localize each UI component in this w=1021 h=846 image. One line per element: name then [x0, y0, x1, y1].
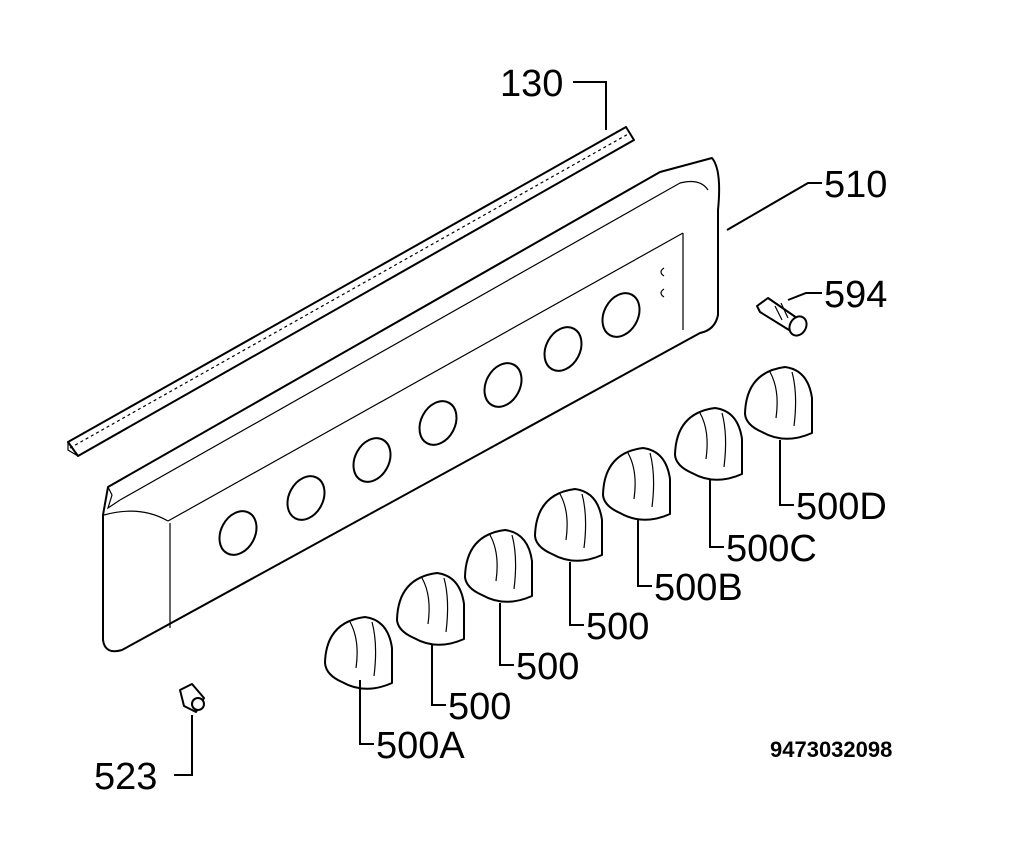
label-500-2: 500 [516, 646, 579, 688]
control-panel-part [102, 157, 721, 653]
trim-strip-part [67, 126, 635, 457]
label-500D: 500D [796, 486, 887, 528]
diagram-code: 9473032098 [770, 737, 892, 762]
knob-500C-part [674, 407, 743, 481]
label-500-3: 500 [586, 606, 649, 648]
knob-500A-part [324, 616, 393, 690]
label-500B: 500B [654, 567, 743, 609]
knob-500B-part [602, 447, 671, 521]
panel-knob-holes [218, 292, 641, 556]
leader-lines [174, 81, 822, 776]
knob-500-1-part [396, 572, 465, 646]
label-500-1: 500 [448, 686, 511, 728]
label-510: 510 [824, 164, 887, 206]
knob-500D-part [744, 366, 813, 440]
knob-500-2-part [464, 529, 533, 603]
label-500A: 500A [376, 725, 465, 767]
label-594: 594 [824, 274, 887, 316]
knob-500-3-part [534, 488, 603, 562]
label-130: 130 [500, 63, 563, 105]
label-523: 523 [94, 756, 157, 798]
label-500C: 500C [726, 528, 817, 570]
indicator-lamp-part [756, 297, 808, 337]
screw-part [179, 683, 205, 713]
